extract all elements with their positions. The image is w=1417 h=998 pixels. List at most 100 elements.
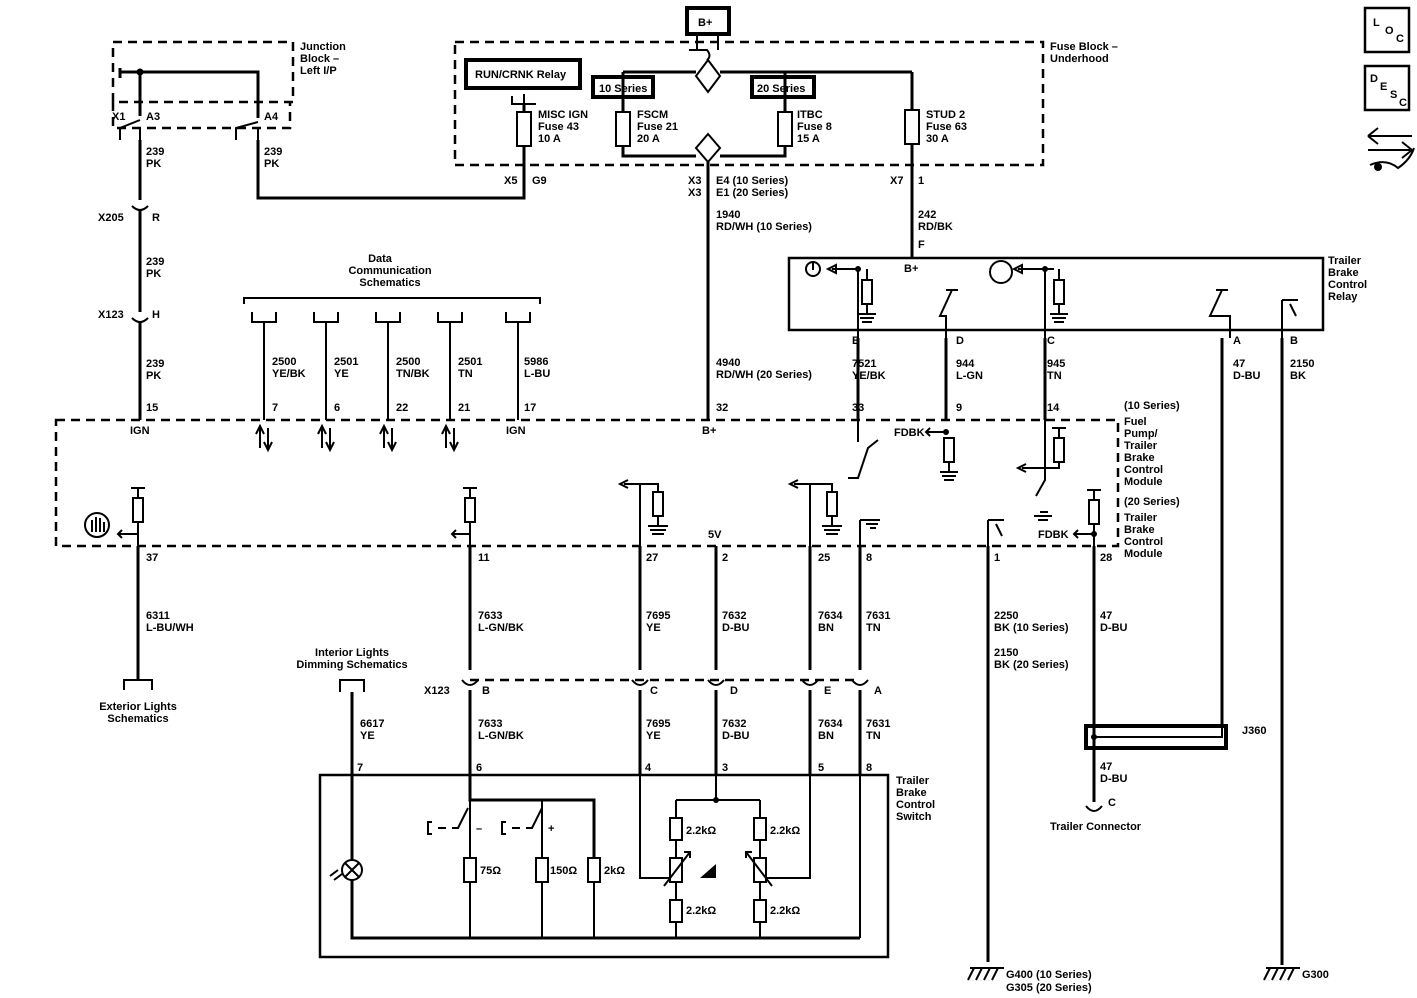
svg-text:4: 4 <box>645 762 652 774</box>
svg-text:MISC IGN: MISC IGN <box>538 109 588 121</box>
svg-text:C: C <box>1396 33 1404 45</box>
svg-text:239: 239 <box>146 256 164 268</box>
svg-text:6: 6 <box>334 402 340 414</box>
svg-text:7634: 7634 <box>818 718 843 730</box>
svg-text:7631: 7631 <box>866 610 890 622</box>
fuse-stud2: STUD 2 Fuse 63 30 A <box>904 109 967 145</box>
x123-connector: X123 B C D E A <box>424 678 882 697</box>
svg-text:2kΩ: 2kΩ <box>604 865 625 877</box>
loc-icon[interactable]: L O C <box>1363 6 1411 54</box>
svg-text:4940: 4940 <box>716 357 740 369</box>
svg-text:L-GN/BK: L-GN/BK <box>478 622 524 634</box>
svg-text:945: 945 <box>1047 358 1065 370</box>
svg-text:ITBC: ITBC <box>797 109 823 121</box>
svg-text:17: 17 <box>524 402 536 414</box>
svg-text:L-GN: L-GN <box>956 370 983 382</box>
svg-text:Schematics: Schematics <box>107 713 168 725</box>
svg-text:Pump/: Pump/ <box>1124 428 1158 440</box>
svg-text:20 A: 20 A <box>637 133 660 145</box>
svg-text:Fuse Block –: Fuse Block – <box>1050 41 1118 53</box>
svg-text:E4 (10 Series): E4 (10 Series) <box>716 175 788 187</box>
svg-text:3: 3 <box>722 762 728 774</box>
svg-text:10 A: 10 A <box>538 133 561 145</box>
svg-text:X5: X5 <box>504 175 517 187</box>
svg-text:6: 6 <box>476 762 482 774</box>
svg-text:5: 5 <box>818 762 824 774</box>
svg-text:Switch: Switch <box>896 811 932 823</box>
svg-text:Block –: Block – <box>300 53 339 65</box>
svg-text:Trailer: Trailer <box>1124 512 1158 524</box>
svg-text:FDBK: FDBK <box>894 427 925 439</box>
fuse-itbc: ITBC Fuse 8 15 A <box>777 109 832 147</box>
trailer-brake-control-switch: Trailer Brake Control Switch 7 6 4 3 5 8… <box>318 762 935 959</box>
svg-text:PK: PK <box>146 268 161 280</box>
fuse-misc-ign: MISC IGN Fuse 43 10 A <box>516 109 588 147</box>
svg-text:Trailer: Trailer <box>1124 440 1158 452</box>
data-communication-schematics: Data Communication Schematics 2500 YE/BK… <box>243 253 550 453</box>
series-20-box: 20 Series <box>750 75 816 99</box>
svg-text:B+: B+ <box>698 17 712 29</box>
ground-g400-g305: G400 (10 Series) G305 (20 Series) <box>967 967 1092 994</box>
svg-text:Trailer: Trailer <box>896 775 930 787</box>
svg-text:G300: G300 <box>1302 969 1329 981</box>
svg-text:TN/BK: TN/BK <box>396 368 430 380</box>
svg-text:47: 47 <box>1100 610 1112 622</box>
svg-text:22: 22 <box>396 402 408 414</box>
svg-text:2.2kΩ: 2.2kΩ <box>686 905 716 917</box>
svg-text:(20 Series): (20 Series) <box>1124 496 1180 508</box>
svg-text:2150: 2150 <box>1290 358 1314 370</box>
svg-text:FSCM: FSCM <box>637 109 668 121</box>
svg-text:25: 25 <box>818 552 830 564</box>
svg-text:G400 (10 Series): G400 (10 Series) <box>1006 969 1092 981</box>
svg-text:Brake: Brake <box>1328 267 1359 279</box>
svg-text:9: 9 <box>956 402 962 414</box>
svg-text:7631: 7631 <box>866 718 890 730</box>
svg-text:1940: 1940 <box>716 209 740 221</box>
svg-text:Module: Module <box>1124 476 1163 488</box>
series-10-box: 10 Series <box>591 75 655 99</box>
svg-text:Fuse 43: Fuse 43 <box>538 121 579 133</box>
svg-text:X205: X205 <box>98 212 124 224</box>
svg-text:Control: Control <box>1124 536 1163 548</box>
svg-text:TN: TN <box>458 368 473 380</box>
svg-text:Data: Data <box>368 253 393 265</box>
svg-text:7633: 7633 <box>478 610 502 622</box>
svg-text:15: 15 <box>146 402 158 414</box>
svg-text:L-BU/WH: L-BU/WH <box>146 622 194 634</box>
svg-text:BK (20 Series): BK (20 Series) <box>994 659 1069 671</box>
svg-text:C: C <box>1047 335 1055 347</box>
svg-text:Exterior Lights: Exterior Lights <box>99 701 177 713</box>
navigation-arrows-icon[interactable] <box>1367 127 1415 171</box>
svg-text:Interior Lights: Interior Lights <box>315 647 389 659</box>
svg-text:IGN: IGN <box>130 425 150 437</box>
svg-text:7632: 7632 <box>722 610 746 622</box>
svg-text:Control: Control <box>1124 464 1163 476</box>
svg-text:L-GN/BK: L-GN/BK <box>478 730 524 742</box>
svg-text:D: D <box>956 335 964 347</box>
svg-text:2500: 2500 <box>272 356 296 368</box>
svg-text:E1 (20 Series): E1 (20 Series) <box>716 187 788 199</box>
svg-text:2501: 2501 <box>458 356 482 368</box>
svg-text:O: O <box>1385 25 1394 37</box>
svg-text:30 A: 30 A <box>926 133 949 145</box>
desc-icon[interactable]: D E S C <box>1363 64 1411 112</box>
svg-text:2.2kΩ: 2.2kΩ <box>770 905 800 917</box>
svg-text:Module: Module <box>1124 548 1163 560</box>
fuse-block: Fuse Block – Underhood B+ RUN/CRNK Relay… <box>453 6 1118 420</box>
svg-text:2501: 2501 <box>334 356 358 368</box>
svg-text:B+: B+ <box>904 263 918 275</box>
svg-text:7695: 7695 <box>646 610 670 622</box>
svg-text:Brake: Brake <box>896 787 927 799</box>
svg-text:C: C <box>1108 797 1116 809</box>
svg-text:C: C <box>650 685 658 697</box>
svg-text:Trailer Connector: Trailer Connector <box>1050 821 1142 833</box>
svg-text:D: D <box>1370 73 1378 85</box>
svg-text:8: 8 <box>866 762 872 774</box>
svg-text:32: 32 <box>716 402 728 414</box>
svg-text:BK (10 Series): BK (10 Series) <box>994 622 1069 634</box>
x123-lower-labels: 7633 L-GN/BK 7695 YE 7632 D-BU 7634 BN 7… <box>468 690 890 775</box>
svg-text:Communication: Communication <box>348 265 431 277</box>
svg-text:Fuse 8: Fuse 8 <box>797 121 832 133</box>
svg-text:7695: 7695 <box>646 718 670 730</box>
